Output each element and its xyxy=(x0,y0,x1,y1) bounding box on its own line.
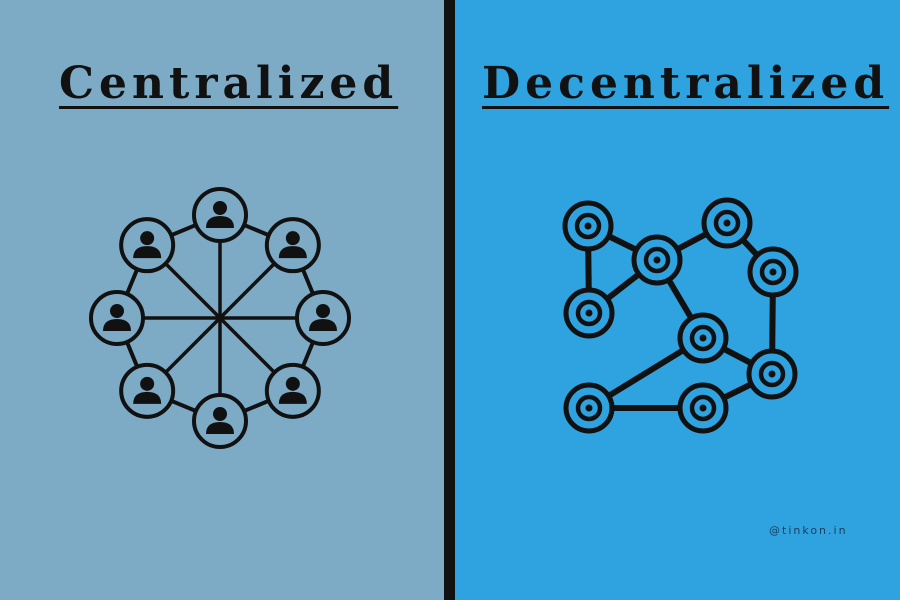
person-node-icon xyxy=(119,362,176,419)
person-node-icon xyxy=(119,217,176,274)
person-node-icon xyxy=(264,217,321,274)
person-node-icon xyxy=(192,187,248,243)
target-node-icon xyxy=(562,200,614,252)
target-node-icon xyxy=(747,246,799,298)
target-node-icon xyxy=(701,197,753,249)
decentralized-network-graph xyxy=(562,197,799,434)
watermark: @tinkon.in xyxy=(769,524,848,537)
center-divider xyxy=(444,0,455,600)
person-node-icon xyxy=(89,290,145,346)
decentralized-title: Decentralized xyxy=(482,58,890,109)
centralized-network-graph xyxy=(89,187,351,449)
target-node-icon xyxy=(631,234,683,286)
person-node-icon xyxy=(295,290,351,346)
cross-edge xyxy=(145,243,295,393)
centralized-panel xyxy=(0,0,444,600)
person-node-icon xyxy=(192,393,248,449)
target-node-icon xyxy=(563,287,615,339)
target-node-icon xyxy=(677,382,729,434)
target-node-icon xyxy=(563,382,615,434)
centralized-title: Centralized xyxy=(59,58,399,109)
target-node-icon xyxy=(677,312,729,364)
person-node-icon xyxy=(264,362,321,419)
target-node-icon xyxy=(746,348,798,400)
